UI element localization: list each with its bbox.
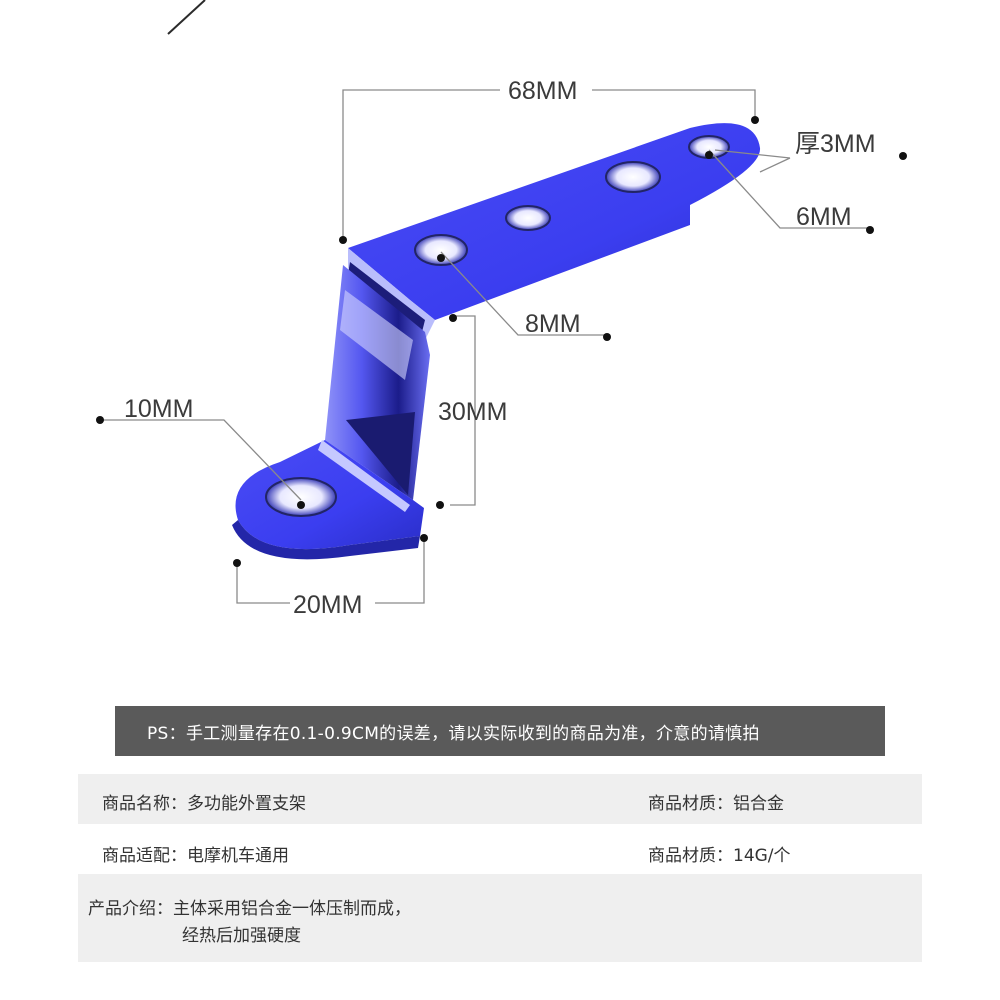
spec-fit: 商品适配：电摩机车通用 [102,846,289,866]
spec-product-name: 商品名称：多功能外置支架 [102,794,306,814]
measurement-notice-banner: PS：手工测量存在0.1-0.9CM的误差，请以实际收到的商品为准，介意的请慎拍 [115,706,885,756]
dim-label-width: 20MM [293,591,362,619]
spec-row-3: 产品介绍：主体采用铝合金一体压制而成， 经热后加强硬度 [78,874,922,962]
spec-intro-line-2: 经热后加强硬度 [182,926,301,946]
dim-label-height: 30MM [438,398,507,426]
bracket-image [232,123,761,560]
spec-intro-line-1: 产品介绍：主体采用铝合金一体压制而成， [88,899,411,919]
dim-label-large-hole: 10MM [124,395,193,423]
dim-label-small-hole: 6MM [796,203,852,231]
dimension-lines [100,89,870,604]
bracket-figure: 68MM 厚3MM 6MM 8MM 30MM 10MM 20MM [96,0,907,619]
spec-material: 商品材质：铝合金 [648,794,784,814]
hole-medium-2 [605,161,661,193]
hole-large-foot [265,477,337,517]
spec-row-1: 商品名称：多功能外置支架 商品材质：铝合金 [78,774,922,824]
spec-row-2: 商品适配：电摩机车通用 商品材质：14G/个 [78,826,922,874]
spec-weight: 商品材质：14G/个 [648,846,791,866]
hole-small-middle [505,205,551,231]
corner-line-decoration [167,0,206,35]
dim-label-thickness: 厚3MM [795,130,876,158]
dimension-dots [96,116,907,567]
hole-medium-1 [414,234,468,266]
dim-label-medium-hole: 8MM [525,310,581,338]
dim-label-length: 68MM [508,77,577,105]
